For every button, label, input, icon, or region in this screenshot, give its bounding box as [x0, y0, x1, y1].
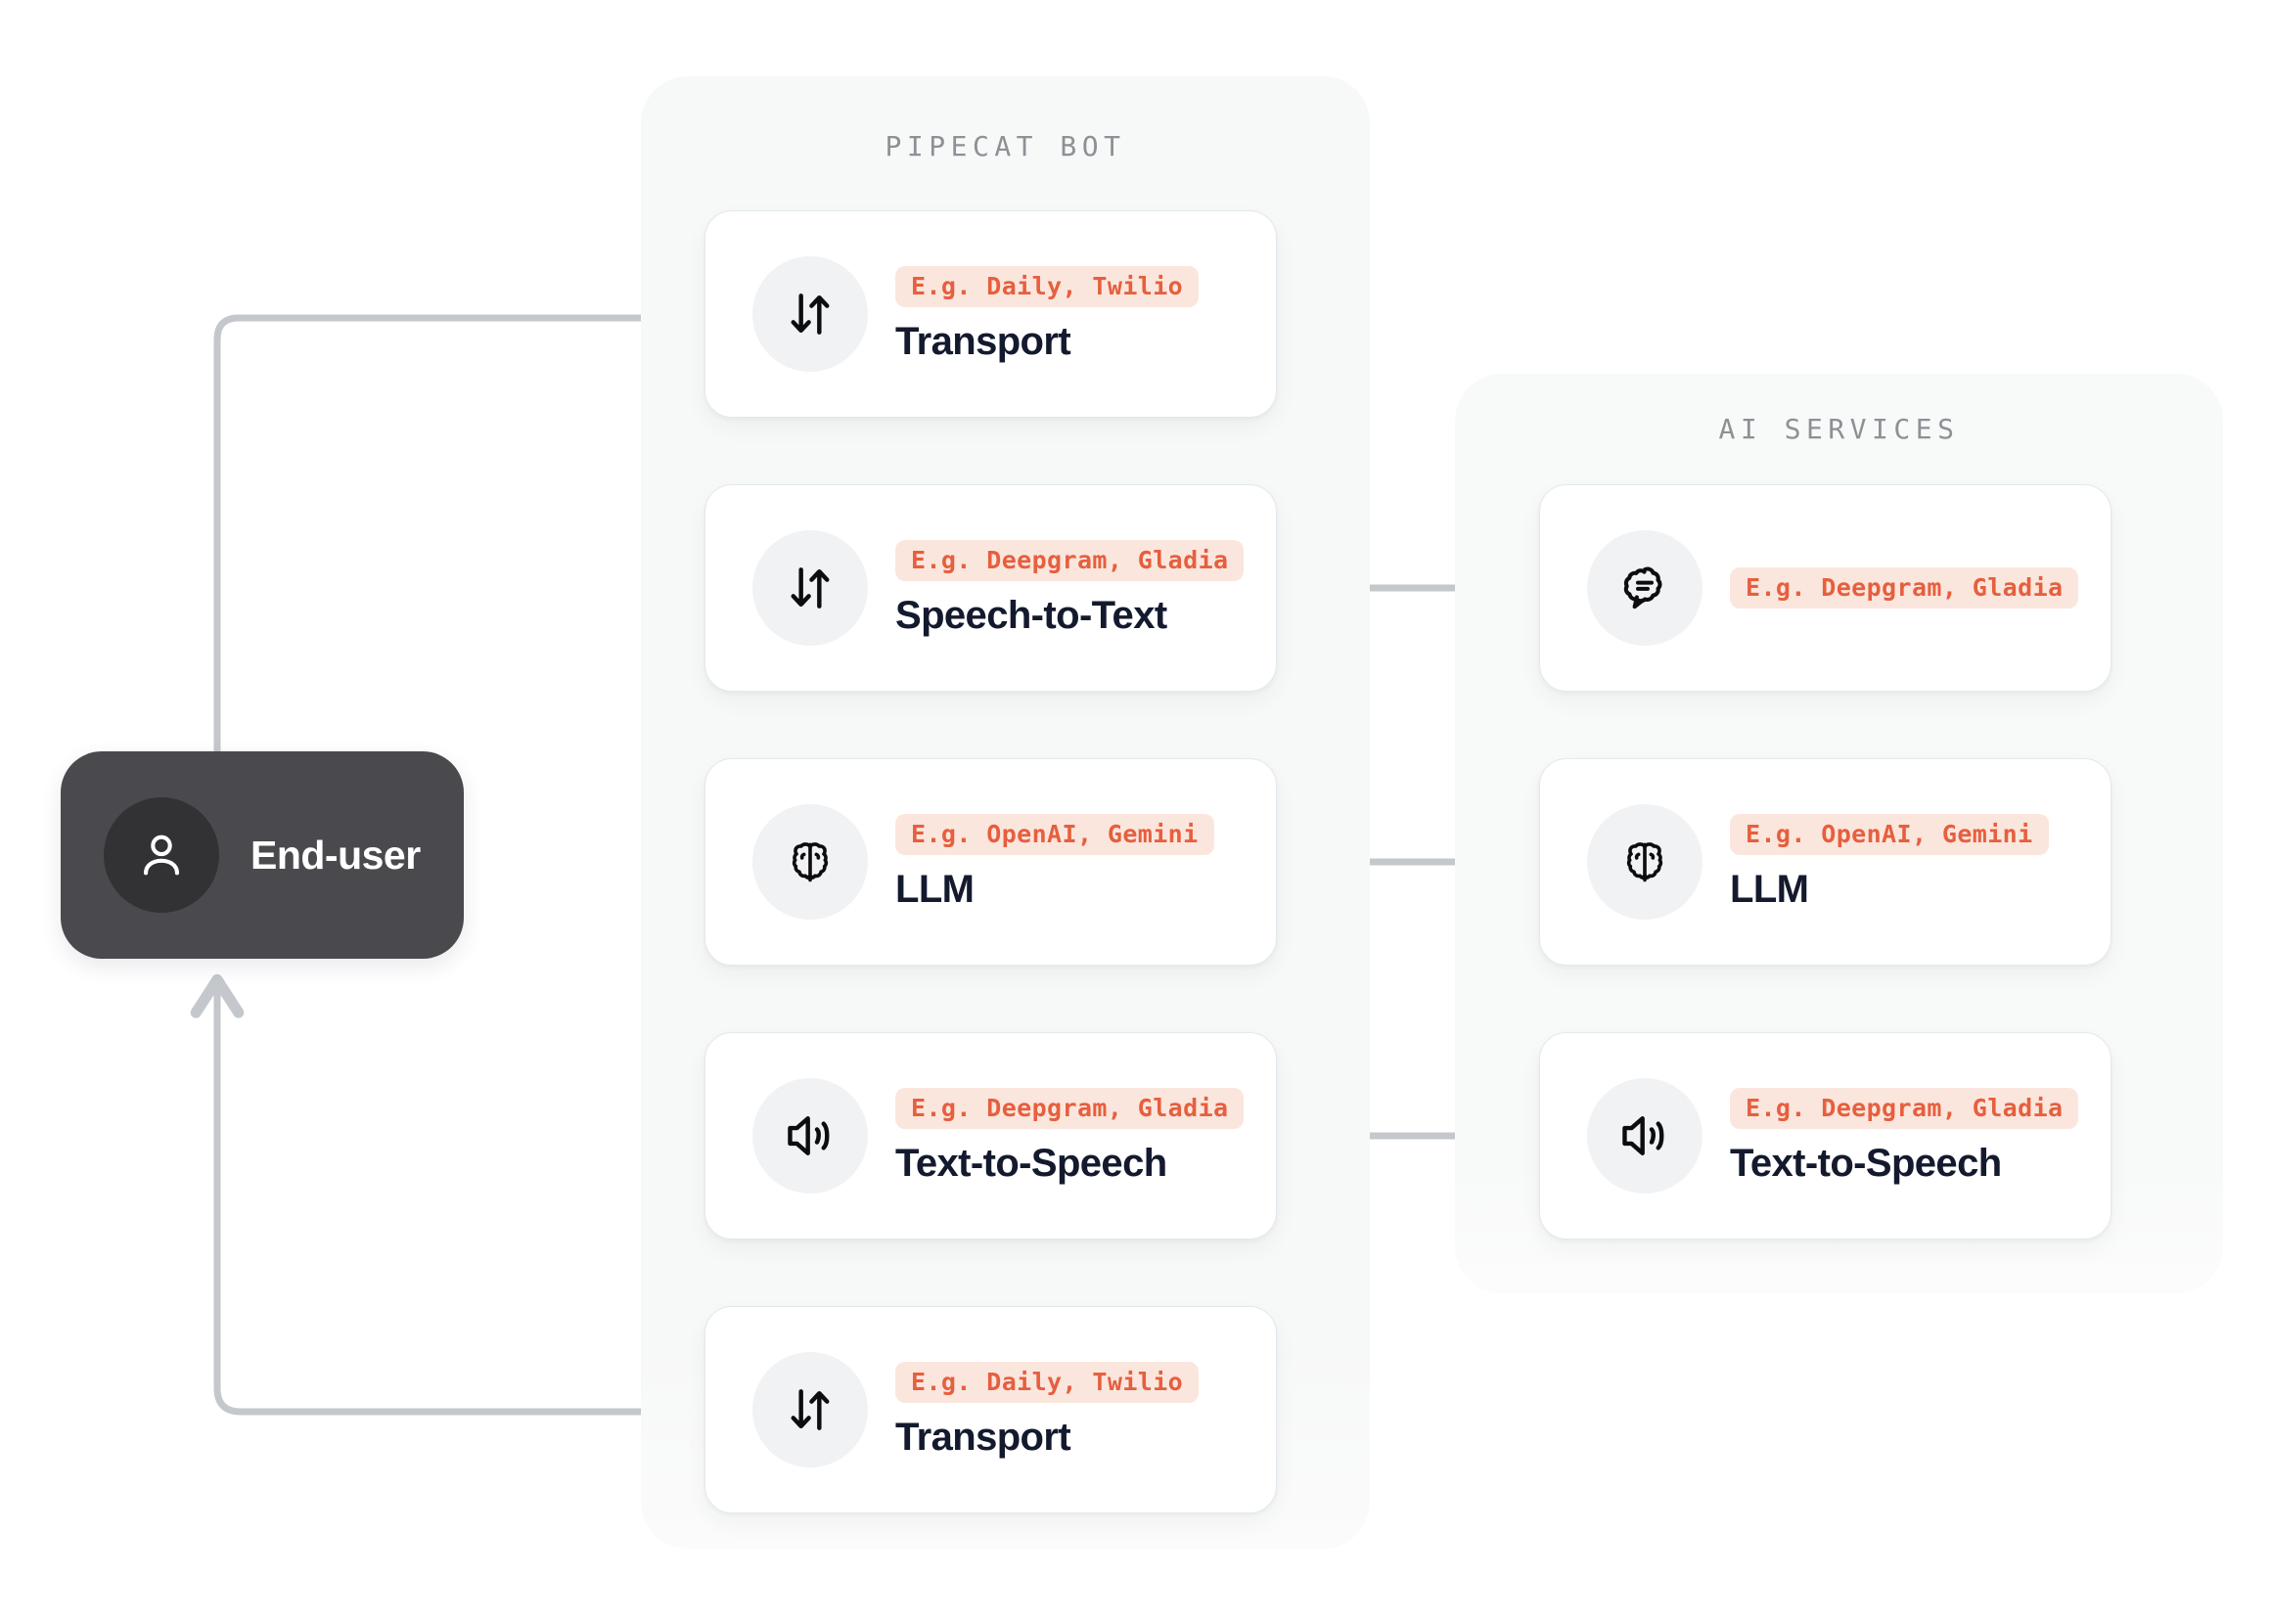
- brain-icon: [752, 804, 868, 920]
- card-body: E.g. OpenAI, Gemini LLM: [895, 814, 1214, 910]
- card-badge: E.g. Deepgram, Gladia: [1730, 1088, 2079, 1129]
- card-title: Speech-to-Text: [895, 594, 1167, 637]
- card-body: E.g. Daily, Twilio Transport: [895, 1362, 1200, 1459]
- card-body: E.g. Daily, Twilio Transport: [895, 266, 1200, 363]
- speaker-icon: [1587, 1078, 1702, 1194]
- card-badge: E.g. Daily, Twilio: [895, 1362, 1200, 1403]
- card-badge: E.g. OpenAI, Gemini: [1730, 814, 2049, 855]
- card-speech-to-text[interactable]: E.g. Deepgram, Gladia Speech-to-Text: [704, 484, 1277, 692]
- card-ai-text-to-speech[interactable]: E.g. Deepgram, Gladia Text-to-Speech: [1539, 1032, 2111, 1240]
- card-title: LLM: [895, 868, 975, 911]
- connector-end-user-to-transport-in: [213, 291, 690, 755]
- card-badge: E.g. Deepgram, Gladia: [1730, 567, 2079, 609]
- speaker-icon: [752, 1078, 868, 1194]
- ai-services-group-title: AI SERVICES: [1718, 413, 1960, 445]
- card-title: Transport: [895, 1416, 1071, 1459]
- card-body: E.g. Deepgram, Gladia Speech-to-Text: [895, 540, 1245, 637]
- speech-bubble-icon: [1587, 530, 1702, 646]
- card-badge: E.g. Daily, Twilio: [895, 266, 1200, 307]
- transfer-arrows-icon: [752, 1352, 868, 1467]
- card-ai-speech-to-text[interactable]: E.g. Deepgram, Gladia: [1539, 484, 2111, 692]
- card-badge: E.g. Deepgram, Gladia: [895, 540, 1245, 581]
- card-transport-in[interactable]: E.g. Daily, Twilio Transport: [704, 210, 1277, 418]
- brain-icon: [1587, 804, 1702, 920]
- card-title: Transport: [895, 320, 1071, 363]
- card-badge: E.g. Deepgram, Gladia: [895, 1088, 1245, 1129]
- card-ai-llm[interactable]: E.g. OpenAI, Gemini LLM: [1539, 758, 2111, 966]
- transfer-arrows-icon: [752, 530, 868, 646]
- connector-transport-out-to-end-user: [190, 973, 706, 1416]
- pipecat-bot-group-title: PIPECAT BOT: [885, 130, 1126, 162]
- card-badge: E.g. OpenAI, Gemini: [895, 814, 1214, 855]
- card-llm[interactable]: E.g. OpenAI, Gemini LLM: [704, 758, 1277, 966]
- card-body: E.g. Deepgram, Gladia Text-to-Speech: [1730, 1088, 2079, 1185]
- person-icon: [104, 797, 219, 913]
- card-transport-out[interactable]: E.g. Daily, Twilio Transport: [704, 1306, 1277, 1513]
- card-body: E.g. OpenAI, Gemini LLM: [1730, 814, 2049, 910]
- end-user-node[interactable]: End-user: [61, 751, 464, 959]
- transfer-arrows-icon: [752, 256, 868, 372]
- end-user-label: End-user: [250, 832, 421, 878]
- card-title: Text-to-Speech: [1730, 1142, 2002, 1185]
- card-body: E.g. Deepgram, Gladia: [1730, 567, 2079, 609]
- card-body: E.g. Deepgram, Gladia Text-to-Speech: [895, 1088, 1245, 1185]
- card-title: Text-to-Speech: [895, 1142, 1167, 1185]
- card-text-to-speech[interactable]: E.g. Deepgram, Gladia Text-to-Speech: [704, 1032, 1277, 1240]
- card-title: LLM: [1730, 868, 1809, 911]
